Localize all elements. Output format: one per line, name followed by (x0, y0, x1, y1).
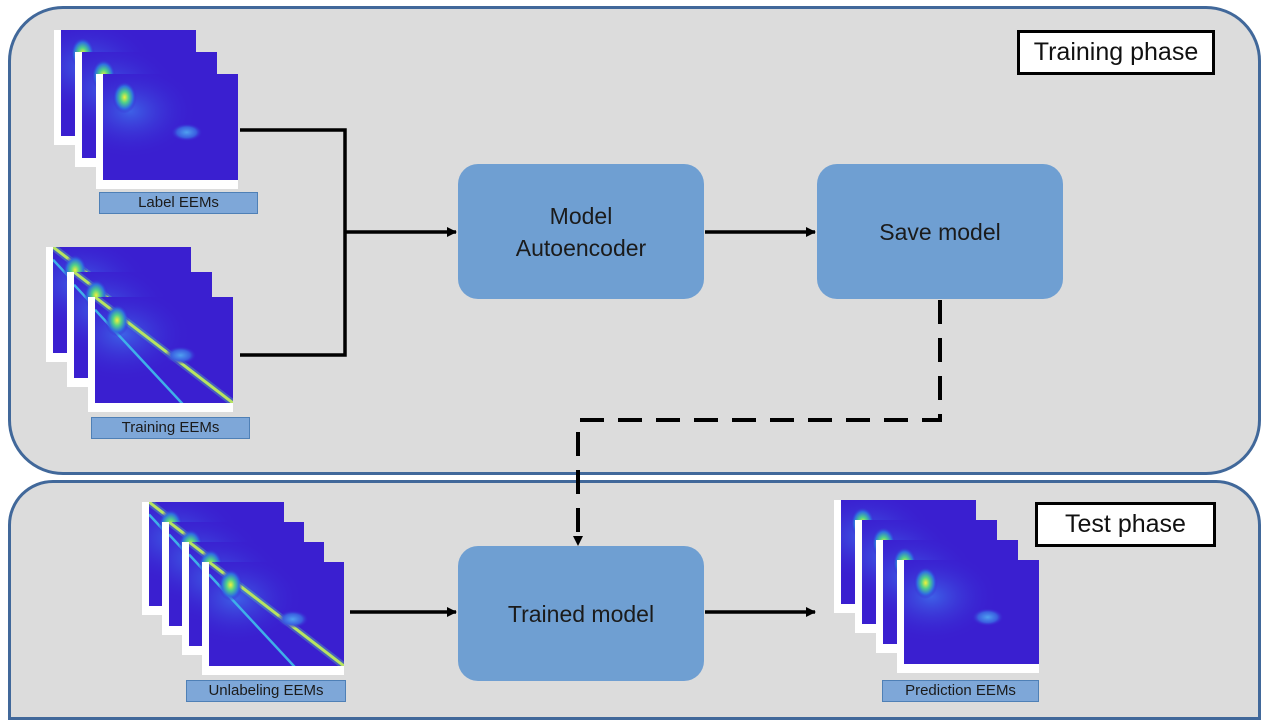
fluorescence-peak (218, 568, 243, 601)
secondary-peak (276, 610, 309, 629)
secondary-peak (170, 123, 203, 142)
save-to-trained-dashed-arrow (573, 300, 942, 546)
fluorescence-peak (112, 81, 137, 114)
label-eems-stack-frame (96, 74, 238, 189)
secondary-peak (164, 346, 197, 365)
prediction-eems-stack (834, 500, 1039, 673)
test-phase-label: Test phase (1035, 502, 1216, 547)
prediction-eems-caption: Prediction EEMs (882, 680, 1039, 702)
frame-content (103, 74, 203, 159)
frame-content (904, 560, 1004, 644)
frame-content (209, 562, 344, 666)
label-eems-connector (240, 128, 347, 357)
training-phase-label: Training phase (1017, 30, 1215, 75)
unlabeling-eems-stack (142, 502, 344, 675)
training-eems-stack (46, 247, 233, 412)
save-model-node: Save model (817, 164, 1063, 299)
frame-content (95, 297, 233, 403)
prediction-eems-stack-frame (897, 560, 1039, 673)
unlabeling-eems-stack-frame (202, 562, 344, 675)
training-eems-stack-frame (88, 297, 233, 412)
fluorescence-peak (105, 304, 130, 337)
secondary-peak (971, 608, 1004, 627)
label-eems-caption: Label EEMs (99, 192, 258, 214)
model-node-line-1: Model (549, 202, 613, 229)
label-eems-stack (54, 30, 238, 189)
training-eems-caption: Training EEMs (91, 417, 250, 439)
unlabeling-eems-caption: Unlabeling EEMs (186, 680, 346, 702)
fluorescence-peak (913, 566, 938, 599)
trained-model-node: Trained model (458, 546, 704, 681)
model-node-line-2: Autoencoder (515, 234, 647, 261)
